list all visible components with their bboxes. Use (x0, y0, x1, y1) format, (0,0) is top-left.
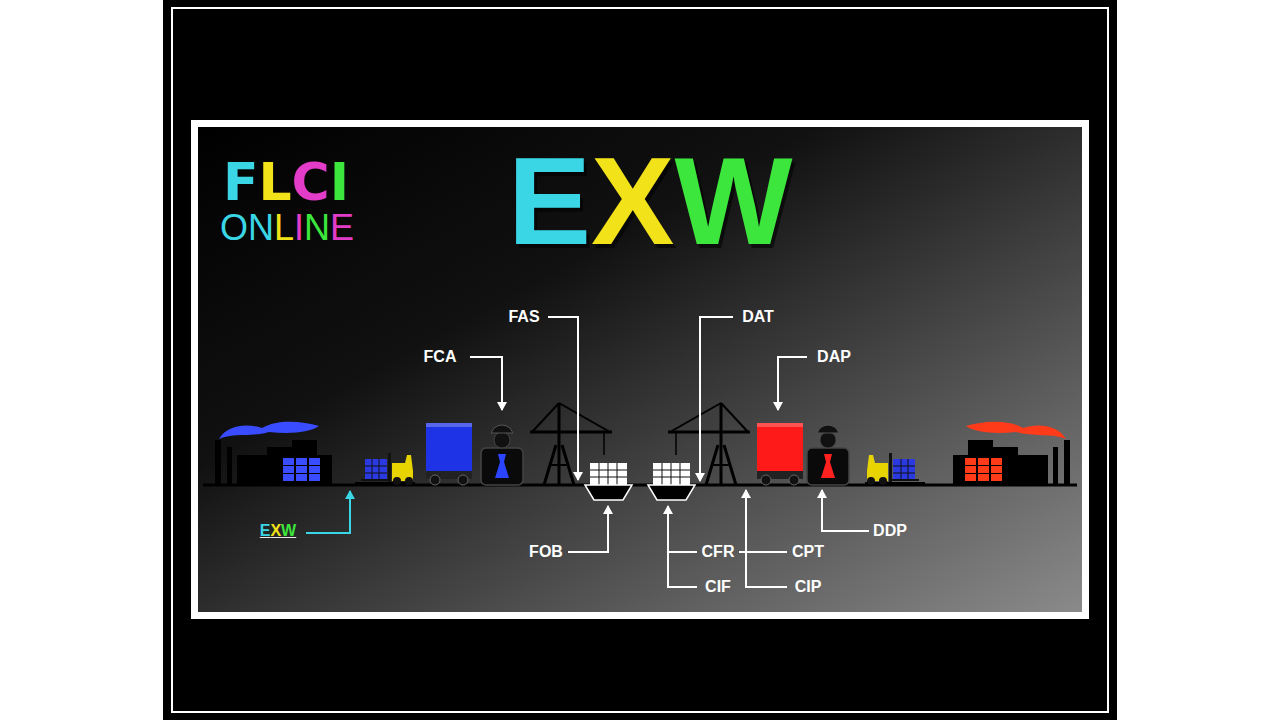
ddp-leader (822, 490, 869, 531)
title: EXW (508, 138, 793, 263)
dat-leader (700, 317, 733, 481)
cip-leader (746, 490, 787, 587)
letter: C (292, 152, 330, 212)
black-backdrop (163, 0, 1117, 720)
forklift (865, 453, 925, 485)
letter: E (508, 131, 591, 270)
incoterm-label: CFR (702, 544, 735, 560)
port-crane (668, 403, 750, 485)
letter: X (591, 131, 674, 270)
incoterm-label: DDP (873, 523, 907, 539)
incoterm-label: DAP (817, 349, 851, 365)
letter: N (248, 207, 274, 248)
cpt-leader (739, 551, 787, 553)
import-side (648, 403, 1070, 500)
buyer-factory (953, 422, 1070, 485)
truck (426, 423, 472, 485)
incoterm-label: CIP (795, 579, 822, 595)
logo-text: ONLINE (220, 210, 354, 246)
fas-leader (548, 317, 578, 480)
letter: X (270, 522, 281, 539)
incoterm-label: FCA (424, 349, 457, 365)
outer-frame (172, 8, 1108, 712)
panel-ground (198, 127, 1082, 612)
letter: W (674, 131, 792, 270)
fob-leader (568, 506, 608, 552)
letter: L (258, 152, 291, 212)
ground-line (203, 484, 1077, 487)
incoterm-label: FOB (529, 544, 563, 560)
letter: F (223, 152, 259, 212)
leader-lines (306, 317, 869, 587)
export-side (215, 403, 632, 500)
incoterm-label: CIF (705, 579, 731, 595)
logo-text: FLCI (223, 156, 349, 208)
exw-leader (306, 491, 350, 533)
incoterm-label: FAS (508, 309, 539, 325)
ship (648, 463, 695, 500)
cif-leader (668, 506, 697, 587)
letter: W (281, 522, 296, 539)
letter: L (274, 207, 294, 248)
letter: I (330, 152, 349, 212)
letter: O (220, 207, 248, 248)
seller-factory (215, 422, 332, 485)
customs-officer (481, 425, 523, 485)
letter: I (294, 207, 304, 248)
fca-leader (470, 357, 502, 410)
truck (757, 423, 803, 485)
cfr-leader (668, 551, 697, 553)
incoterm-label: DAT (742, 309, 774, 325)
customs-officer (807, 425, 849, 485)
ship (585, 463, 632, 500)
letter: E (260, 522, 271, 539)
dap-leader (778, 357, 807, 410)
panel-border (191, 120, 1089, 619)
letter: E (330, 207, 354, 248)
incoterm-label: CPT (792, 544, 824, 560)
letter: N (304, 207, 330, 248)
incoterm-label: EXW (260, 523, 296, 539)
forklift (355, 453, 415, 485)
